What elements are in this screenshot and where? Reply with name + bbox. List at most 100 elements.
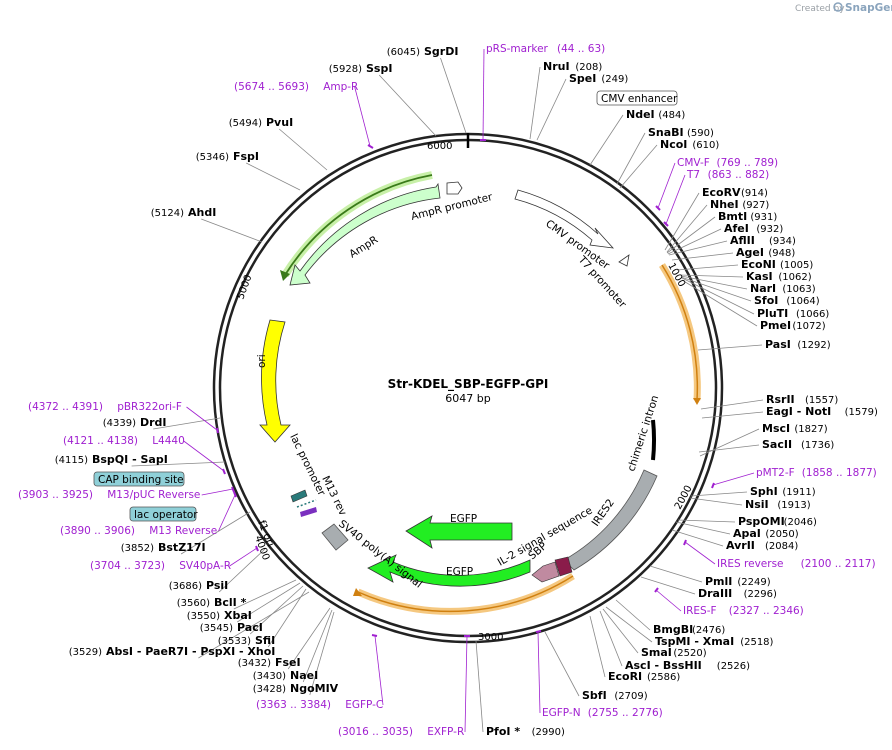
site-position: (3560) <box>177 598 210 609</box>
site-position: (3432) <box>238 658 271 669</box>
site-position: (2046) <box>784 517 817 528</box>
site-name: DraIII <box>698 587 732 600</box>
site-name: BclI * <box>214 596 247 609</box>
plasmid-length: 6047 bp <box>445 392 490 405</box>
primer-range: (4372 .. 4391) <box>28 401 103 413</box>
primer-range: (3890 .. 3906) <box>60 525 135 537</box>
lac-promoter-label: lac promoter <box>287 432 328 498</box>
egfp-inner-label: EGFP <box>450 513 477 525</box>
site-position: (1064) <box>786 296 819 307</box>
primer-range: (3016 .. 3035) <box>338 726 413 738</box>
site-position: (6045) <box>387 47 420 58</box>
site-position: (934) <box>769 236 796 247</box>
site-name: PluTI <box>757 307 788 320</box>
primer-range: (3363 .. 3384) <box>256 699 331 711</box>
cap-binding-site-feature <box>296 499 317 508</box>
site-position: (1557) <box>805 395 838 406</box>
site-position: (1736) <box>801 440 834 451</box>
site-name: FseI <box>275 656 301 669</box>
credit-prefix: Created by <box>795 4 845 14</box>
site-position: (3550) <box>187 611 220 622</box>
cmv-promoter-feature <box>514 189 615 249</box>
site-name: ApaI <box>733 527 761 540</box>
egfp-feature-main <box>367 554 531 587</box>
site-position: (914) <box>741 188 768 199</box>
svg-text:CAP binding site: CAP binding site <box>98 474 184 486</box>
site-position: (2520) <box>673 648 706 659</box>
primer-name: L4440 <box>152 435 185 447</box>
site-name: NheI <box>710 198 739 211</box>
site-position: (4115) <box>55 455 88 466</box>
site-name: SspI <box>366 62 392 75</box>
site-name: PmlI <box>705 575 732 588</box>
site-name: XbaI <box>224 609 252 622</box>
site-name: AfeI <box>724 222 749 235</box>
lac-promoter-feature <box>290 489 308 503</box>
cds-arc-right-arrowhead <box>693 398 701 405</box>
site-name: AvrII <box>726 539 755 552</box>
leader-lines <box>131 48 764 733</box>
site-name: SgrDI <box>424 45 458 58</box>
site-position: (2084) <box>765 541 798 552</box>
site-name: BspQI - SapI <box>92 453 168 466</box>
site-position: (590) <box>687 128 714 139</box>
chimeric-intron-feature <box>651 419 657 461</box>
site-position: (2296) <box>744 589 777 600</box>
tick-6000: 6000 <box>427 141 452 152</box>
site-position: (5494) <box>229 118 262 129</box>
site-name: NdeI <box>626 108 655 121</box>
site-position: (2990) <box>532 727 565 738</box>
tick-3000: 3000 <box>478 632 503 643</box>
primer-name: T7 <box>686 169 700 181</box>
primer-name: IRES-F <box>683 605 717 617</box>
primer-range: (5674 .. 5693) <box>234 81 309 93</box>
ires2-feature <box>563 469 658 571</box>
cds-arc-bottom <box>357 575 574 613</box>
ampr-promoter-feature <box>446 181 463 195</box>
site-name: NcoI <box>660 138 687 151</box>
site-position: (208) <box>575 62 602 73</box>
primer-name: EGFP-C <box>345 699 383 711</box>
site-name: NarI <box>750 282 776 295</box>
ampr-arc-arrowhead <box>280 270 290 281</box>
site-position: (2709) <box>614 691 647 702</box>
site-name: PacI <box>237 621 263 634</box>
primer-range: (2327 .. 2346) <box>729 605 804 617</box>
site-position: (1913) <box>777 500 810 511</box>
egfp-feature-inner <box>405 515 513 549</box>
site-name: KasI <box>746 270 773 283</box>
site-name: NaeI <box>290 669 318 682</box>
site-name: SpeI <box>569 72 596 85</box>
primer-name: pMT2-F <box>756 467 795 479</box>
site-name: PmeI <box>760 319 791 332</box>
sbp-feature <box>531 561 560 583</box>
site-position: (5928) <box>329 64 362 75</box>
primer-name: EGFP-N <box>542 707 581 719</box>
site-position: (3545) <box>200 623 233 634</box>
ori-feature <box>259 319 291 443</box>
primer-name: Amp-R <box>323 81 358 93</box>
site-name: PsiI <box>206 579 228 592</box>
site-name: AscI - BssHII <box>625 659 702 672</box>
site-position: (927) <box>742 200 769 211</box>
site-position: (2526) <box>717 661 750 672</box>
primer-name: EXFP-R <box>427 726 464 738</box>
site-position: (4339) <box>103 418 136 429</box>
site-name: EcoRV <box>702 186 741 199</box>
t7-promoter-feature <box>618 254 630 267</box>
site-position: (1072) <box>792 321 825 332</box>
m13-rev-label: M13 rev <box>319 474 348 517</box>
ampr-feature <box>289 182 441 286</box>
site-position: (484) <box>658 110 685 121</box>
primer-labels: pRS-marker(44 .. 63)(5674 .. 5693)Amp-RC… <box>18 43 877 738</box>
site-name: FspI <box>233 150 259 163</box>
site-position: (5124) <box>151 208 184 219</box>
site-position: (1292) <box>797 340 830 351</box>
site-position: (932) <box>756 224 783 235</box>
primer-marks <box>216 139 715 637</box>
sv40-polya-feature <box>321 523 349 551</box>
site-position: (2249) <box>737 577 770 588</box>
site-name: NruI <box>543 60 570 73</box>
primer-name: pRS-marker <box>486 43 549 55</box>
